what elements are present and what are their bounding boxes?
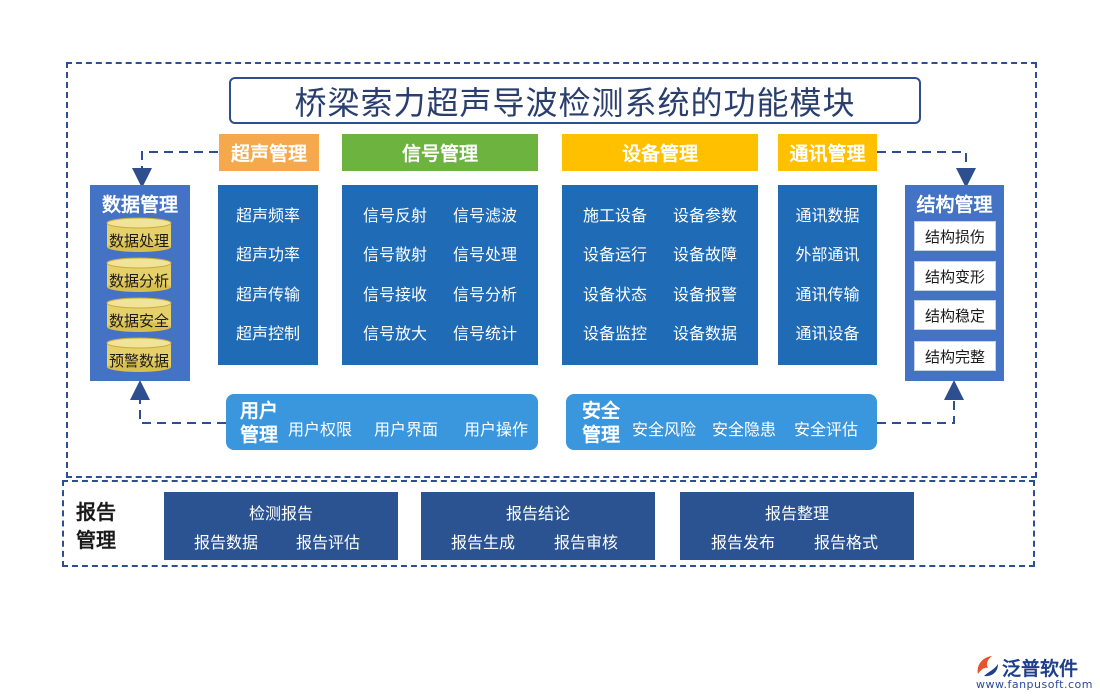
safety-mgmt-item: 安全隐患 xyxy=(712,420,777,439)
arrow-comm-to-structure xyxy=(877,151,976,188)
equipment-item: 设备监控 xyxy=(582,324,647,343)
report-group-title: 检测报告 xyxy=(248,504,313,523)
equipment-item: 设备状态 xyxy=(582,285,647,304)
signal-module: 信号反射 信号滤波 信号散射 信号处理 信号接收 信号分析 信号放大 信号统计 xyxy=(342,185,538,365)
safety-mgmt-bar: 安全 管理 安全风险 安全隐患 安全评估 xyxy=(566,394,877,450)
equipment-module: 施工设备 设备参数 设备运行 设备故障 设备状态 设备报警 设备监控 设备数据 xyxy=(562,185,758,365)
data-mgmt-title: 数据管理 xyxy=(101,194,178,216)
structure-mgmt-title: 结构管理 xyxy=(916,194,993,216)
comm-item: 通讯设备 xyxy=(795,324,860,343)
header-equipment: 设备管理 xyxy=(562,134,758,171)
report-mgmt-label-1: 报告 xyxy=(76,500,116,524)
report-group-title: 报告结论 xyxy=(505,504,570,523)
report-mgmt-label-2: 管理 xyxy=(76,528,116,552)
user-mgmt-item: 用户权限 xyxy=(288,420,353,439)
signal-item: 信号分析 xyxy=(452,285,517,304)
signal-item: 信号统计 xyxy=(452,324,517,343)
arrow-safety-to-structure xyxy=(877,380,964,424)
page-title: 桥梁索力超声导波检测系统的功能模块 xyxy=(229,77,921,124)
report-group-organize: 报告整理 报告发布 报告格式 xyxy=(680,492,914,560)
report-group-title: 报告整理 xyxy=(764,504,829,523)
comm-item: 通讯数据 xyxy=(795,206,860,225)
report-group-conclusion: 报告结论 报告生成 报告审核 xyxy=(421,492,655,560)
header-comm: 通讯管理 xyxy=(778,134,877,171)
ultrasound-item: 超声频率 xyxy=(235,206,300,225)
header-ultrasound: 超声管理 xyxy=(219,134,319,171)
arrow-user-to-data xyxy=(130,380,226,424)
report-item: 报告发布 xyxy=(711,533,776,552)
equipment-item: 设备故障 xyxy=(672,245,737,264)
comm-item: 通讯传输 xyxy=(795,285,860,304)
ultrasound-module: 超声频率 超声功率 超声传输 超声控制 xyxy=(218,185,318,365)
equipment-item: 设备数据 xyxy=(672,324,737,343)
report-frame xyxy=(62,480,1035,567)
main-module-frame xyxy=(66,62,1037,478)
user-mgmt-item: 用户操作 xyxy=(464,420,529,439)
comm-item: 外部通讯 xyxy=(795,245,860,264)
signal-item: 信号放大 xyxy=(362,324,427,343)
comm-module: 通讯数据 外部通讯 通讯传输 通讯设备 xyxy=(778,185,877,365)
cylinder-label: 数据安全 xyxy=(108,312,169,330)
signal-item: 信号散射 xyxy=(362,245,427,264)
safety-mgmt-title-2: 管理 xyxy=(581,424,620,446)
structure-item: 结构损伤 xyxy=(914,221,996,251)
safety-mgmt-item: 安全风险 xyxy=(632,420,697,439)
arrow-ultrasound-to-data xyxy=(132,151,218,188)
fanpu-logo-icon xyxy=(977,656,998,677)
cylinder-data-processing: 数据处理 xyxy=(106,217,172,253)
signal-item: 信号滤波 xyxy=(452,206,517,225)
user-mgmt-item: 用户界面 xyxy=(374,420,439,439)
header-signal: 信号管理 xyxy=(342,134,538,171)
fanpu-logo: 泛普软件 www.fanpusoft.com xyxy=(972,654,1092,694)
safety-mgmt-item: 安全评估 xyxy=(794,420,859,439)
signal-item: 信号反射 xyxy=(362,206,427,225)
structure-item: 结构变形 xyxy=(914,261,996,291)
report-item: 报告评估 xyxy=(296,533,361,552)
equipment-item: 设备参数 xyxy=(672,206,737,225)
cylinder-warning-data: 预警数据 xyxy=(106,337,172,373)
report-item: 报告生成 xyxy=(451,533,516,552)
report-mgmt-label: 报告 管理 xyxy=(76,498,126,554)
equipment-item: 施工设备 xyxy=(582,206,647,225)
user-mgmt-bar: 用户 管理 用户权限 用户界面 用户操作 xyxy=(226,394,538,450)
user-mgmt-title-1: 用户 xyxy=(239,400,278,422)
logo-url: www.fanpusoft.com xyxy=(976,678,1093,691)
ultrasound-item: 超声功率 xyxy=(235,245,300,264)
cylinder-data-analysis: 数据分析 xyxy=(106,257,172,293)
cylinder-label: 数据处理 xyxy=(108,232,169,250)
logo-name: 泛普软件 xyxy=(1002,658,1079,680)
signal-item: 信号处理 xyxy=(452,245,517,264)
report-group-detection: 检测报告 报告数据 报告评估 xyxy=(164,492,398,560)
ultrasound-item: 超声控制 xyxy=(235,324,300,343)
report-item: 报告格式 xyxy=(814,533,879,552)
structure-item: 结构稳定 xyxy=(914,300,996,330)
equipment-item: 设备运行 xyxy=(582,245,647,264)
equipment-item: 设备报警 xyxy=(672,285,737,304)
report-item: 报告数据 xyxy=(194,533,259,552)
user-mgmt-title-2: 管理 xyxy=(239,424,278,446)
structure-item: 结构完整 xyxy=(914,341,996,371)
cylinder-label: 数据分析 xyxy=(108,272,169,290)
signal-item: 信号接收 xyxy=(362,285,427,304)
cylinder-label: 预警数据 xyxy=(108,352,169,370)
ultrasound-item: 超声传输 xyxy=(235,285,300,304)
cylinder-data-security: 数据安全 xyxy=(106,297,172,333)
safety-mgmt-title-1: 安全 xyxy=(581,400,620,422)
report-item: 报告审核 xyxy=(554,533,619,552)
